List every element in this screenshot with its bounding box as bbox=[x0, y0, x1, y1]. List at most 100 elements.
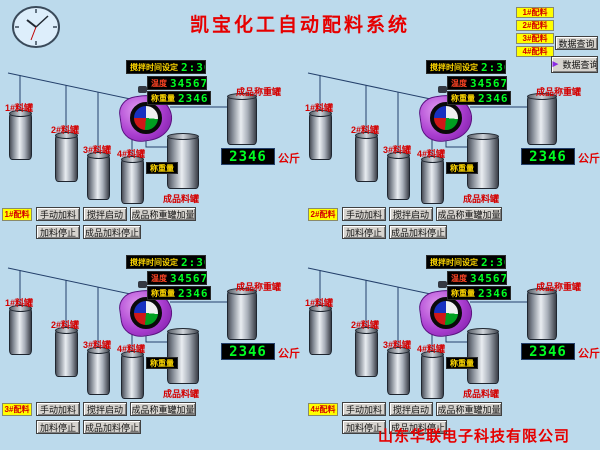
temperature-display: 温度 34567 bbox=[147, 76, 207, 90]
feed-stop-button[interactable]: 加料停止 bbox=[342, 420, 386, 434]
nav-batch-4-button[interactable]: 4#配料 bbox=[516, 46, 554, 57]
product-feed-stop-button[interactable]: 成品加料停止 bbox=[389, 420, 447, 434]
tank-cap bbox=[227, 93, 257, 100]
tank-label: 1#料罐 bbox=[305, 103, 334, 113]
manual-feed-button[interactable]: 手动加料 bbox=[36, 207, 80, 221]
product-weight-label-box: 称重量 bbox=[146, 162, 178, 174]
manual-feed-button[interactable]: 手动加料 bbox=[36, 402, 80, 416]
tank-cap bbox=[527, 93, 557, 100]
total-weight-value: 2346 bbox=[229, 343, 267, 360]
tank-cap bbox=[55, 132, 78, 139]
weight-display: 称重量 2346 bbox=[447, 91, 511, 105]
batch-tag: 4#配料 bbox=[308, 403, 338, 416]
tank-cap bbox=[421, 351, 444, 358]
manual-feed-button[interactable]: 手动加料 bbox=[342, 402, 386, 416]
product-weight-label-box: 称重量 bbox=[446, 162, 478, 174]
stir-time-label: 搅拌时间设定 bbox=[130, 257, 178, 267]
data-query-icon-button[interactable]: ► 数据查询 bbox=[551, 56, 598, 73]
weigh-tank-label: 成品称重罐 bbox=[236, 87, 282, 97]
stir-time-display: 搅拌时间设定 2:36 bbox=[126, 60, 206, 74]
stir-time-display: 搅拌时间设定 2:36 bbox=[426, 60, 506, 74]
product-tank-label: 成品料罐 bbox=[163, 389, 200, 399]
tank-cap bbox=[87, 152, 110, 159]
batch-unit-3: 1#料罐 2#料罐 3#料罐 4#料罐 搅拌时间设定 2:36 温度 34567… bbox=[0, 250, 300, 445]
temperature-label: 温度 bbox=[151, 78, 167, 88]
unit-label: 公斤 bbox=[578, 153, 600, 165]
product-feed-stop-button[interactable]: 成品加料停止 bbox=[83, 225, 141, 239]
tank-label: 1#料罐 bbox=[5, 103, 34, 113]
total-weight-display: 2346 bbox=[221, 343, 275, 360]
feed-stop-button[interactable]: 加料停止 bbox=[36, 225, 80, 239]
unit-label: 公斤 bbox=[578, 348, 600, 360]
valve-icon bbox=[138, 86, 147, 93]
stir-start-button[interactable]: 搅拌启动 bbox=[389, 207, 433, 221]
product-weigh-add-button[interactable]: 成品称重罐加量 bbox=[130, 207, 196, 221]
product-weight-label-box: 称重量 bbox=[146, 357, 178, 369]
temperature-display: 温度 34567 bbox=[147, 271, 207, 285]
manual-feed-button[interactable]: 手动加料 bbox=[342, 207, 386, 221]
weight-display: 称重量 2346 bbox=[147, 286, 211, 300]
product-tank-label: 成品料罐 bbox=[463, 389, 500, 399]
tank-cap bbox=[387, 347, 410, 354]
stir-start-button[interactable]: 搅拌启动 bbox=[83, 402, 127, 416]
weight-value: 2346 bbox=[478, 286, 509, 300]
product-weight-label: 称重量 bbox=[450, 163, 474, 173]
stir-time-value: 2:36 bbox=[481, 60, 505, 74]
tank-cap bbox=[467, 133, 499, 140]
total-weight-value: 2346 bbox=[229, 148, 267, 165]
tank-cap bbox=[167, 328, 199, 335]
weight-label: 称重量 bbox=[451, 93, 475, 103]
product-weigh-add-button[interactable]: 成品称重罐加量 bbox=[130, 402, 196, 416]
product-weight-label-box: 称重量 bbox=[446, 357, 478, 369]
nav-batch-1-button[interactable]: 1#配料 bbox=[516, 7, 554, 18]
total-weight-display: 2346 bbox=[521, 343, 575, 360]
batch-unit-1: 1#料罐 2#料罐 3#料罐 4#料罐 搅拌时间设定 2:36 温度 34567… bbox=[0, 55, 300, 250]
tank-cap bbox=[9, 305, 32, 312]
nav-batch-2-button[interactable]: 2#配料 bbox=[516, 20, 554, 31]
material-tank-2 bbox=[55, 132, 78, 182]
stir-time-label: 搅拌时间设定 bbox=[130, 62, 178, 72]
product-tank-label: 成品料罐 bbox=[463, 194, 500, 204]
nav-batch-3-button[interactable]: 3#配料 bbox=[516, 33, 554, 44]
product-weight-label: 称重量 bbox=[150, 163, 174, 173]
feed-stop-button[interactable]: 加料停止 bbox=[36, 420, 80, 434]
tank-label: 4#料罐 bbox=[417, 149, 446, 159]
product-feed-stop-button[interactable]: 成品加料停止 bbox=[389, 225, 447, 239]
unit-label: 公斤 bbox=[278, 348, 300, 360]
tank-cap bbox=[87, 347, 110, 354]
material-tank-3 bbox=[387, 152, 410, 200]
weigh-tank-label: 成品称重罐 bbox=[536, 87, 582, 97]
tank-cap bbox=[421, 156, 444, 163]
batch-tag: 1#配料 bbox=[2, 208, 32, 221]
product-weight-label: 称重量 bbox=[150, 358, 174, 368]
stir-time-label: 搅拌时间设定 bbox=[430, 257, 478, 267]
tank-label: 1#料罐 bbox=[5, 298, 34, 308]
product-weigh-add-button[interactable]: 成品称重罐加量 bbox=[436, 207, 502, 221]
tank-label: 4#料罐 bbox=[117, 344, 146, 354]
product-weigh-add-button[interactable]: 成品称重罐加量 bbox=[436, 402, 502, 416]
product-feed-stop-button[interactable]: 成品加料停止 bbox=[83, 420, 141, 434]
feed-stop-button[interactable]: 加料停止 bbox=[342, 225, 386, 239]
tank-label: 2#料罐 bbox=[351, 320, 380, 330]
stir-time-label: 搅拌时间设定 bbox=[430, 62, 478, 72]
unit-label: 公斤 bbox=[278, 153, 300, 165]
weigh-tank bbox=[527, 93, 557, 145]
data-query-button[interactable]: 数据查询 bbox=[555, 36, 598, 50]
stir-start-button[interactable]: 搅拌启动 bbox=[83, 207, 127, 221]
material-tank-4 bbox=[121, 156, 144, 204]
material-tank-4 bbox=[421, 351, 444, 399]
material-tank-1 bbox=[309, 110, 332, 160]
stir-start-button[interactable]: 搅拌启动 bbox=[389, 402, 433, 416]
material-tank-3 bbox=[387, 347, 410, 395]
batch-unit-2: 1#料罐 2#料罐 3#料罐 4#料罐 搅拌时间设定 2:36 温度 34567… bbox=[300, 55, 600, 250]
temperature-label: 温度 bbox=[451, 78, 467, 88]
tank-cap bbox=[467, 328, 499, 335]
weigh-tank bbox=[227, 288, 257, 340]
data-query-icon-button-label: 数据查询 bbox=[562, 60, 598, 70]
temperature-label: 温度 bbox=[151, 273, 167, 283]
tank-cap bbox=[355, 327, 378, 334]
tank-label: 3#料罐 bbox=[83, 145, 112, 155]
company-name: 山东华联电子科技有限公司 bbox=[377, 428, 570, 445]
material-tank-2 bbox=[355, 132, 378, 182]
